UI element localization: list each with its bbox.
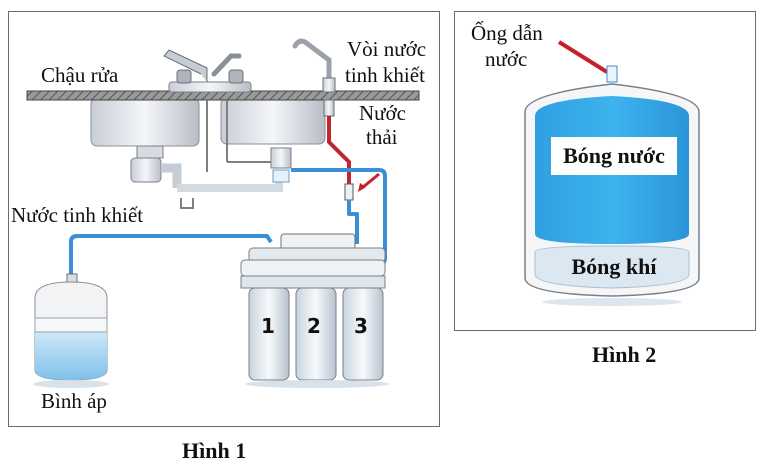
- filter-unit-icon: [240, 233, 389, 388]
- sink-basins: [90, 97, 326, 147]
- filter-number-3: 3: [354, 314, 368, 338]
- pressure-tank-icon: [33, 273, 109, 388]
- label-water-bladder: Bóng nước: [551, 137, 677, 175]
- sink-faucet-icon: [163, 49, 252, 93]
- label-pipe-line1: Ống dẫn: [471, 21, 543, 45]
- pipe-connector: [344, 183, 354, 201]
- label-pipe-line2: nước: [485, 47, 528, 71]
- figure-1-frame: Chậu rửa Vòi nước tinh khiết Nước thải N…: [8, 11, 440, 427]
- label-faucet-line2: tinh khiết: [345, 63, 425, 87]
- sink-drain-pipes: [130, 100, 292, 209]
- air-bladder: [534, 245, 690, 289]
- pure-water-faucet-icon: [292, 38, 336, 117]
- waste-water-pipe: [327, 116, 351, 184]
- figure-2-caption: Hình 2: [592, 342, 657, 367]
- label-air-bladder: Bóng khí: [571, 254, 657, 279]
- filter-number-1: 1: [261, 314, 275, 338]
- label-faucet-line1: Vòi nước: [347, 37, 427, 61]
- label-pressure-tank: Bình áp: [41, 389, 107, 413]
- water-pipe-icon: [606, 65, 618, 83]
- label-waste-line1: Nước: [359, 101, 406, 125]
- label-sink: Chậu rửa: [41, 63, 119, 87]
- filter-number-2: 2: [307, 314, 321, 338]
- ro-system-illustration: [26, 38, 420, 388]
- pipe-arrow: [557, 40, 609, 74]
- label-waste-line2: thải: [366, 125, 398, 149]
- waste-arrow-head: [358, 183, 366, 192]
- figure-2-frame: Ống dẫn nước Bóng nước Bóng khí: [454, 11, 756, 331]
- waste-arrow: [361, 172, 380, 190]
- label-pure-water: Nước tinh khiết: [11, 203, 144, 227]
- figure-1-caption: Hình 1: [182, 438, 247, 463]
